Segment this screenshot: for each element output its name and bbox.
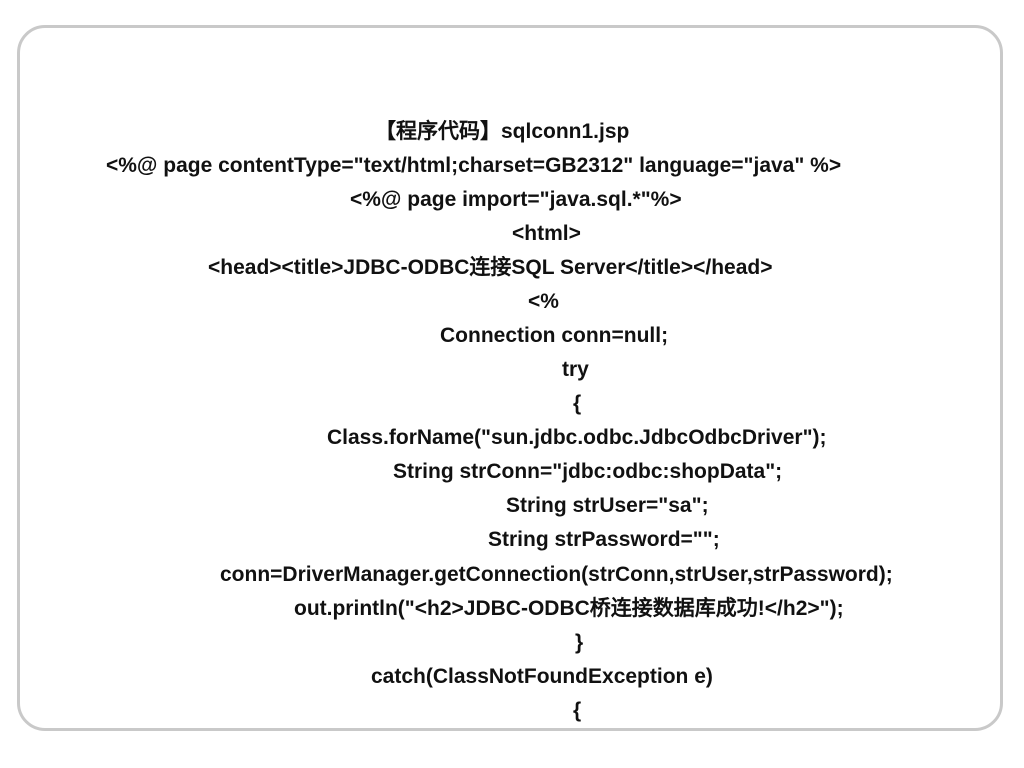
code-line-text: <head><title>JDBC-ODBC连接SQL Server</titl…: [208, 256, 773, 279]
code-line-text: <%: [528, 290, 559, 313]
code-line-text: conn=DriverManager.getConnection(strConn…: [220, 563, 893, 586]
code-line-text: }: [575, 631, 584, 654]
code-line: String strUser="sa";: [0, 489, 1024, 523]
code-line: {: [0, 387, 1024, 421]
code-line: conn=DriverManager.getConnection(strConn…: [0, 558, 1024, 592]
code-line-text: Connection conn=null;: [440, 324, 669, 347]
code-line-text: 【程序代码】sqlconn1.jsp: [375, 120, 630, 143]
code-line: String strConn="jdbc:odbc:shopData";: [0, 455, 1024, 489]
code-line-text: Class.forName("sun.jdbc.odbc.JdbcOdbcDri…: [327, 426, 827, 449]
code-line: Class.forName("sun.jdbc.odbc.JdbcOdbcDri…: [0, 421, 1024, 455]
code-line: <%: [0, 285, 1024, 319]
code-line-text: try: [562, 358, 589, 381]
code-line: catch(ClassNotFoundException e): [0, 660, 1024, 694]
code-line-text: out.println("<h2>JDBC-ODBC桥连接数据库成功!</h2>…: [294, 597, 844, 620]
code-line-text: <html>: [512, 222, 581, 245]
code-line: <%@ page import="java.sql.*"%>: [0, 183, 1024, 217]
code-line-text: String strConn="jdbc:odbc:shopData";: [393, 460, 783, 483]
code-line: <head><title>JDBC-ODBC连接SQL Server</titl…: [0, 251, 1024, 285]
code-line-title: 【程序代码】sqlconn1.jsp: [0, 115, 1024, 149]
slide-frame: [17, 25, 1003, 731]
code-line-text: catch(ClassNotFoundException e): [371, 665, 713, 688]
code-line-text: {: [573, 392, 582, 415]
code-line: String strPassword="";: [0, 523, 1024, 557]
code-line: <%@ page contentType="text/html;charset=…: [0, 149, 1024, 183]
code-line: try: [0, 353, 1024, 387]
code-line-text: {: [573, 699, 582, 722]
code-line: out.println("<h2>JDBC-ODBC桥连接数据库成功!</h2>…: [0, 592, 1024, 626]
code-line-text: <%@ page contentType="text/html;charset=…: [106, 154, 842, 177]
code-line: }: [0, 626, 1024, 660]
code-line-text: <%@ page import="java.sql.*"%>: [350, 188, 682, 211]
code-line: <html>: [0, 217, 1024, 251]
code-line: Connection conn=null;: [0, 319, 1024, 353]
code-line-text: String strPassword="";: [488, 528, 720, 551]
code-line: {: [0, 694, 1024, 728]
code-line-text: String strUser="sa";: [506, 494, 709, 517]
